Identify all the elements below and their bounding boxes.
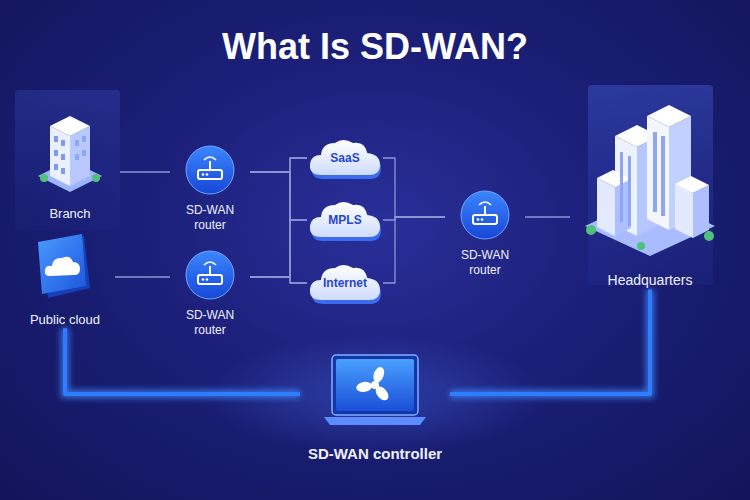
network-link — [250, 220, 307, 277]
node-label: SD-WAN router — [449, 248, 521, 278]
network-link — [250, 158, 307, 172]
node-label: SD-WAN controller — [308, 445, 442, 464]
node-label: SaaS — [330, 151, 359, 166]
site-node: Headquarters — [570, 96, 730, 290]
node-label: MPLS — [328, 213, 361, 228]
network-link — [115, 277, 170, 278]
bld-icon — [30, 106, 110, 202]
tile-icon — [32, 232, 98, 308]
node-label: Branch — [49, 206, 90, 222]
site-node: Public cloud — [15, 232, 115, 328]
network-cloud: SaaS — [307, 135, 383, 181]
network-link — [250, 158, 307, 277]
router-node: SD-WAN router — [170, 145, 250, 233]
control-link — [65, 328, 300, 394]
node-label: Internet — [323, 276, 367, 291]
router-icon — [185, 145, 235, 199]
laptop-icon — [320, 353, 430, 435]
branch-panel — [15, 90, 120, 230]
controller-node: SD-WAN controller — [300, 353, 450, 464]
node-label: SD-WAN router — [174, 308, 246, 338]
network-link — [250, 172, 307, 283]
network-link — [250, 277, 307, 283]
page-title: What Is SD-WAN? — [0, 26, 750, 68]
site-node: Branch — [20, 106, 120, 222]
network-cloud: MPLS — [307, 197, 383, 243]
network-link — [383, 217, 445, 283]
network-cloud: Internet — [307, 260, 383, 306]
node-label: Public cloud — [30, 312, 100, 328]
router-icon — [185, 250, 235, 304]
network-link — [383, 158, 445, 217]
control-link — [450, 290, 650, 395]
router-node: SD-WAN router — [170, 250, 250, 338]
network-link — [120, 172, 170, 173]
network-link — [525, 217, 570, 218]
node-label: Headquarters — [608, 272, 693, 290]
node-label: SD-WAN router — [174, 203, 246, 233]
router-node: SD-WAN router — [445, 190, 525, 278]
hq-icon — [575, 96, 725, 266]
router-icon — [460, 190, 510, 244]
network-link — [250, 172, 307, 220]
